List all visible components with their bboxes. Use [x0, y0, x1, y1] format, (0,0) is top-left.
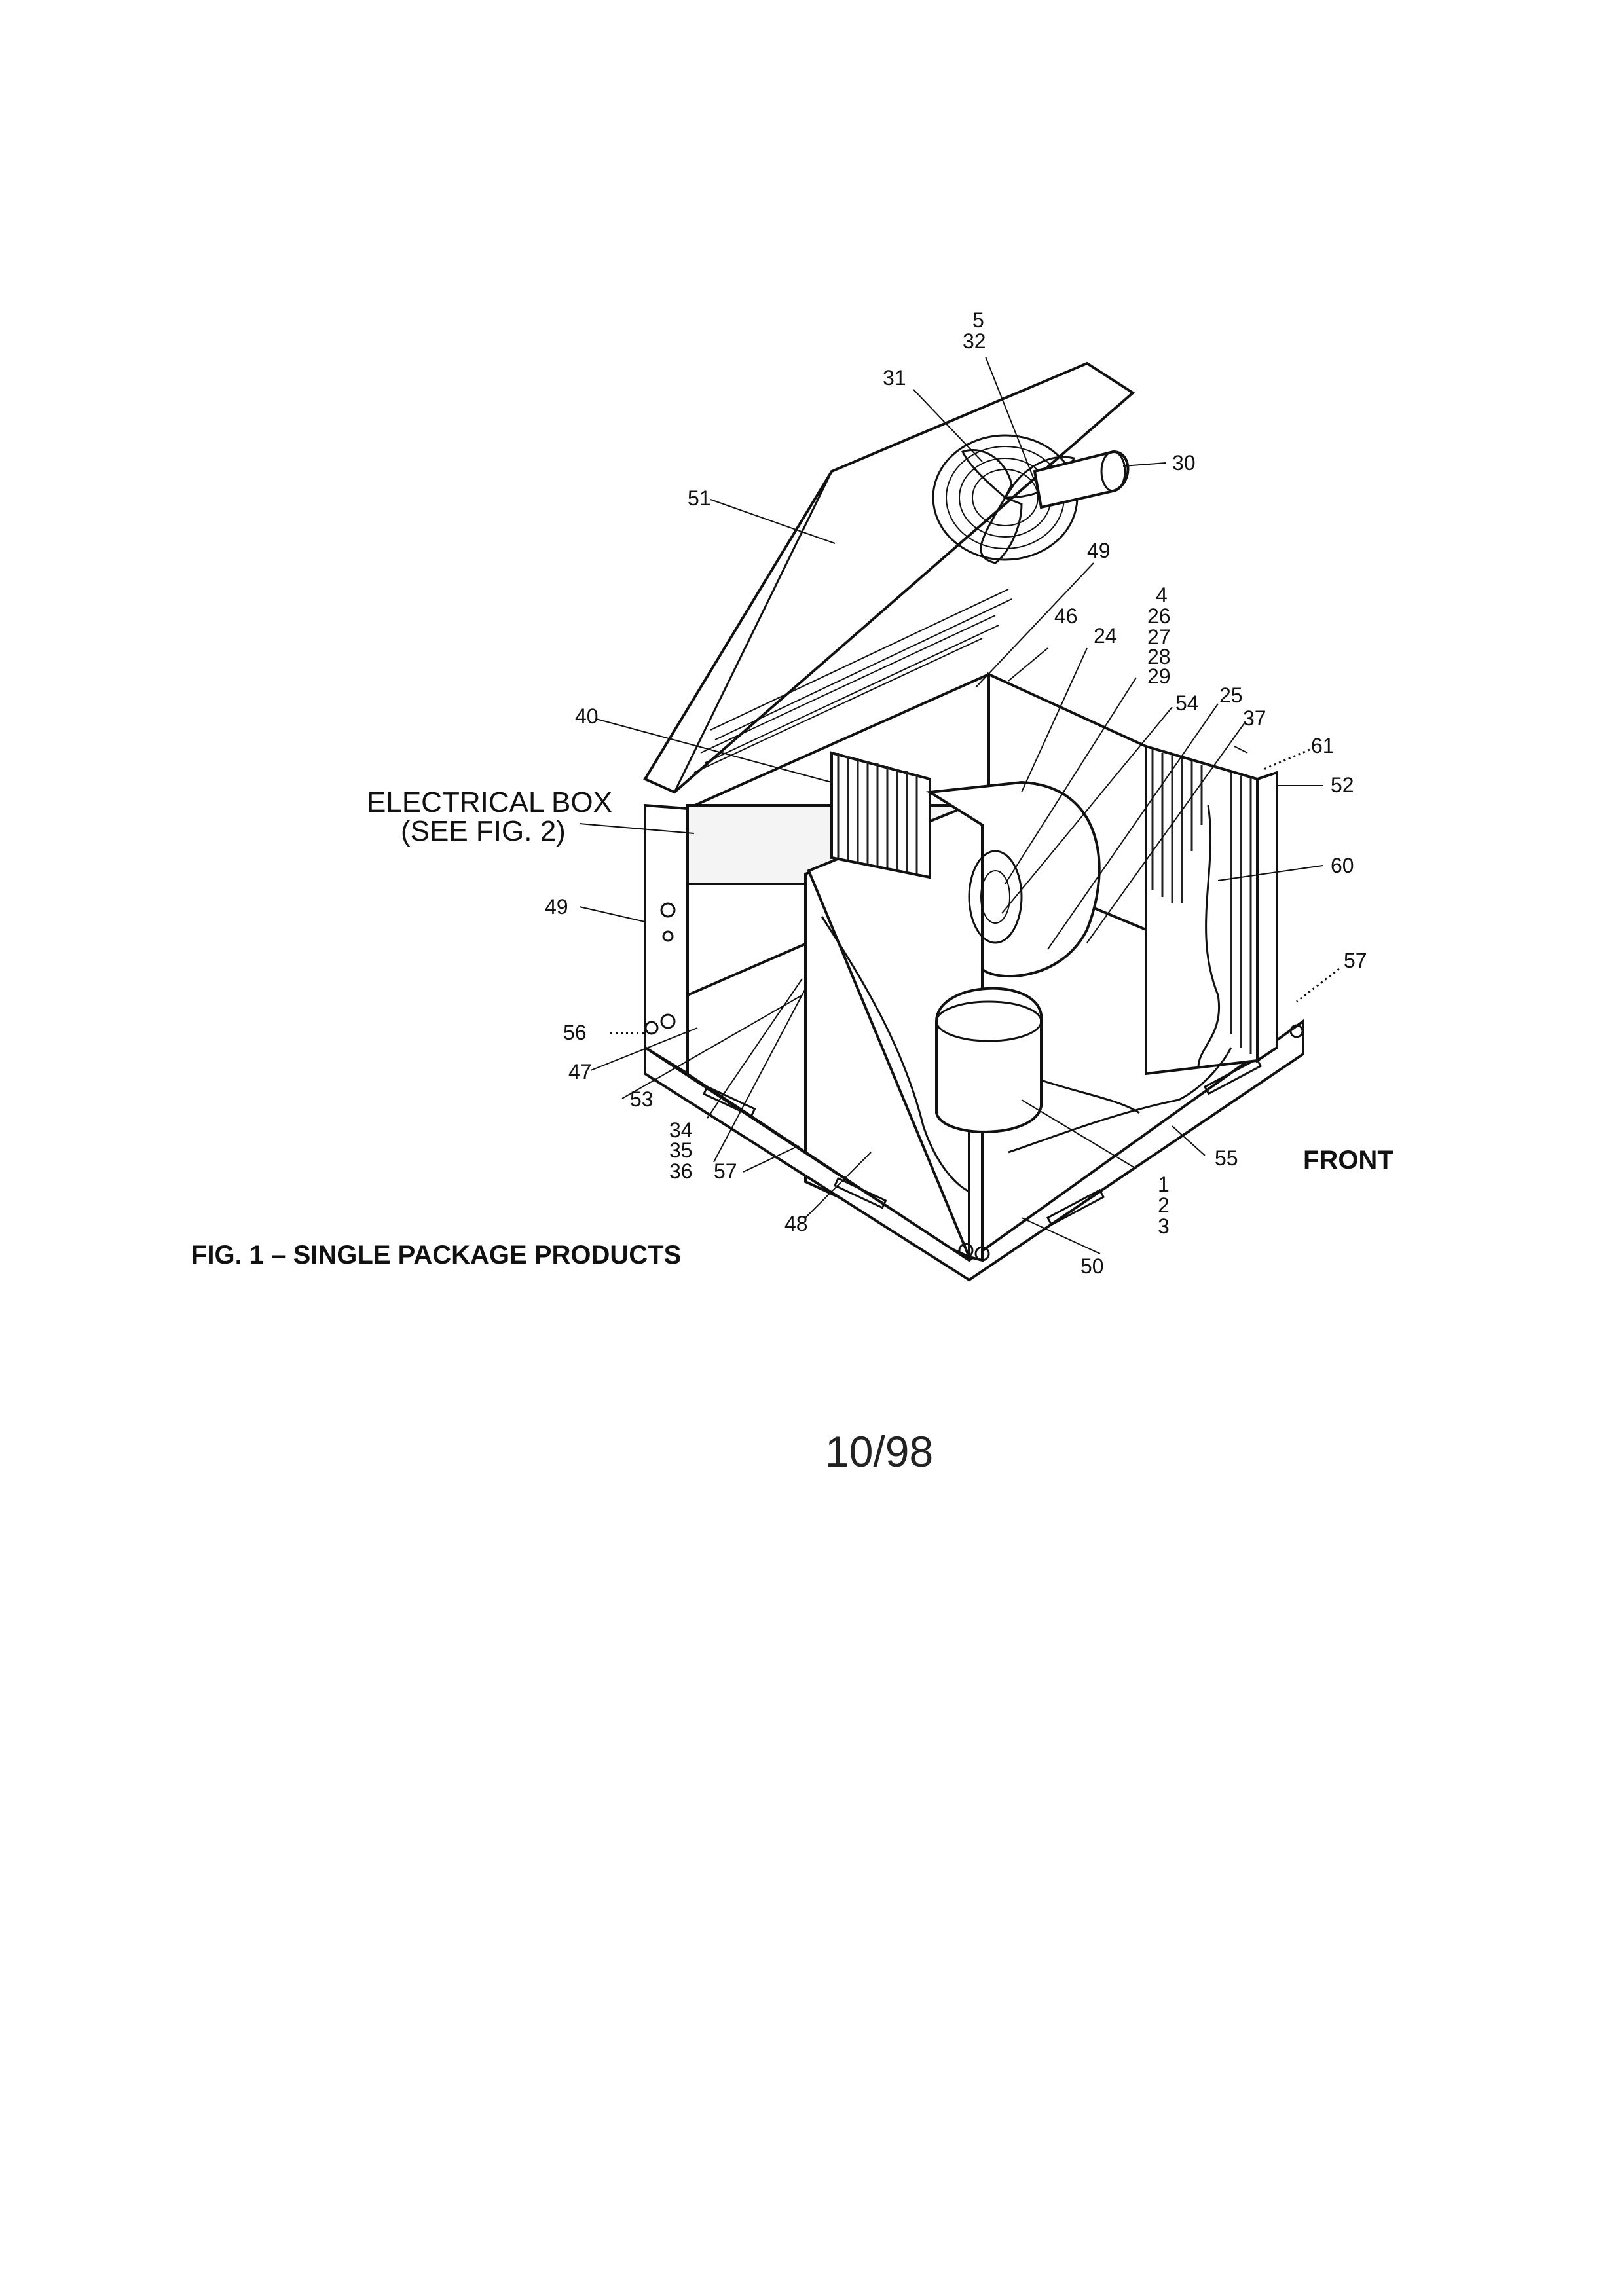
- callout-labels: 5 32 31 30 51 49 46 24 4 26 27 28 29 54 …: [191, 308, 1393, 1476]
- figure-caption: FIG. 1 – SINGLE PACKAGE PRODUCTS: [191, 1241, 681, 1269]
- electrical-box-see-fig: (SEE FIG. 2): [401, 815, 566, 847]
- top-panel-lid: [643, 361, 1135, 794]
- callout-54: 54: [1175, 691, 1199, 715]
- callout-2: 2: [1158, 1194, 1170, 1217]
- callout-36: 36: [669, 1159, 693, 1183]
- callout-57-left: 57: [714, 1159, 737, 1183]
- electrical-box-label: ELECTRICAL BOX: [367, 786, 612, 818]
- callout-27: 27: [1147, 625, 1171, 649]
- front-label: FRONT: [1303, 1146, 1393, 1175]
- callout-28: 28: [1147, 645, 1171, 668]
- callout-1: 1: [1158, 1173, 1170, 1196]
- callout-5: 5: [972, 308, 984, 332]
- callout-31: 31: [883, 366, 906, 390]
- callout-46: 46: [1054, 604, 1078, 628]
- callout-53: 53: [630, 1087, 654, 1111]
- callout-24: 24: [1094, 624, 1117, 647]
- callout-40: 40: [575, 704, 599, 728]
- callout-49-left: 49: [545, 895, 568, 919]
- callout-61: 61: [1311, 734, 1335, 757]
- callout-32: 32: [963, 329, 986, 353]
- callout-25: 25: [1219, 683, 1243, 707]
- callout-35: 35: [669, 1139, 693, 1162]
- callout-47: 47: [568, 1060, 592, 1084]
- callout-55: 55: [1215, 1146, 1238, 1170]
- callout-34: 34: [669, 1118, 693, 1142]
- callout-50: 50: [1080, 1254, 1104, 1278]
- callout-52: 52: [1331, 773, 1354, 797]
- callout-37: 37: [1243, 706, 1266, 730]
- page-number: 10/98: [825, 1427, 933, 1476]
- compressor: [935, 987, 1232, 1154]
- evaporator-coil: [830, 751, 931, 879]
- callout-51: 51: [688, 486, 711, 510]
- callout-30: 30: [1172, 451, 1196, 475]
- callout-57-right: 57: [1344, 949, 1367, 972]
- callout-3: 3: [1158, 1214, 1170, 1238]
- callout-26: 26: [1147, 604, 1171, 628]
- callout-56: 56: [563, 1021, 587, 1044]
- callout-29: 29: [1147, 665, 1171, 688]
- blower-assembly: [926, 780, 1101, 978]
- callout-60: 60: [1331, 854, 1354, 877]
- callout-49-top: 49: [1087, 539, 1111, 562]
- callout-4: 4: [1156, 583, 1168, 607]
- condenser-coil: [1145, 744, 1278, 1076]
- condenser-fan-assembly: [932, 434, 1130, 564]
- callout-48: 48: [784, 1212, 808, 1235]
- leader-lines: [579, 356, 1340, 1254]
